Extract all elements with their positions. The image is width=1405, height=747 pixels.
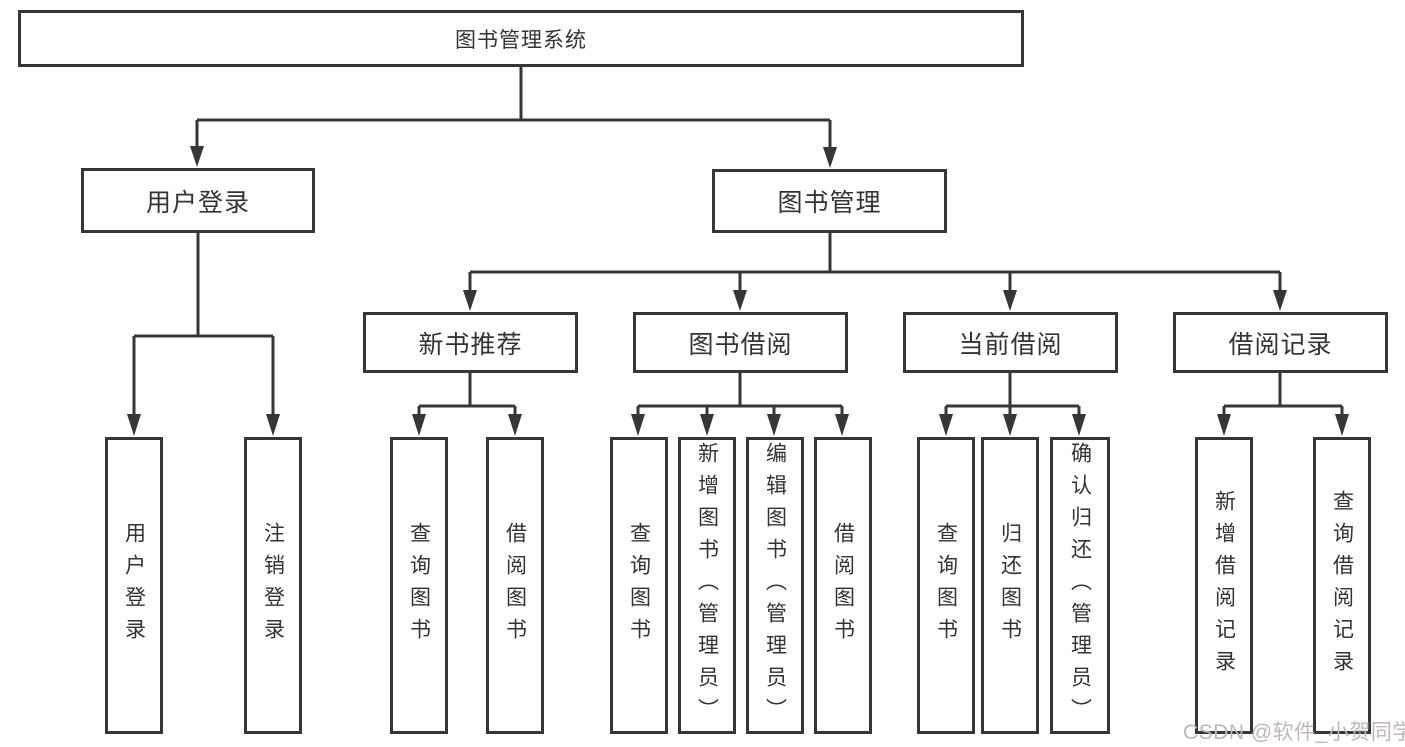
node-user-login: 用户登录 — [81, 168, 315, 233]
arrowhead-icon — [1003, 290, 1017, 311]
arrowhead-icon — [190, 146, 204, 167]
leaf-user-login: 用户登录 — [105, 437, 163, 734]
leaf-borrow-edit-books-admin: 编辑图书（管理员） — [746, 437, 804, 734]
node-current-borrow: 当前借阅 — [903, 312, 1118, 373]
arrowhead-icon — [939, 414, 953, 436]
arrowhead-icon — [508, 414, 522, 436]
arrowhead-icon — [823, 147, 837, 168]
arrowhead-icon — [767, 414, 781, 436]
arrowhead-icon — [631, 414, 645, 436]
node-borrow-records: 借阅记录 — [1173, 312, 1388, 373]
node-new-book-recommend: 新书推荐 — [363, 312, 578, 373]
leaf-current-return-books: 归还图书 — [981, 437, 1039, 734]
node-library-system: 图书管理系统 — [18, 10, 1024, 67]
leaf-current-query-books: 查询图书 — [917, 437, 975, 734]
leaf-records-add-record: 新增借阅记录 — [1195, 437, 1253, 734]
leaf-recommend-borrow-books: 借阅图书 — [486, 437, 544, 734]
leaf-borrow-query-books: 查询图书 — [610, 437, 668, 734]
arrowhead-icon — [463, 290, 477, 311]
leaf-borrow-borrow-books: 借阅图书 — [814, 437, 872, 734]
arrowhead-icon — [1072, 414, 1086, 436]
watermark: CSDN @软件_小贺同学 — [1183, 721, 1405, 744]
leaf-current-confirm-return-admin: 确认归还（管理员） — [1050, 437, 1110, 734]
arrowhead-icon — [733, 290, 747, 311]
node-book-borrow: 图书借阅 — [633, 312, 848, 373]
node-book-management: 图书管理 — [712, 169, 947, 233]
arrowhead-icon — [1003, 414, 1017, 436]
arrowhead-icon — [412, 414, 426, 436]
arrowhead-icon — [1335, 414, 1349, 436]
arrowhead-icon — [835, 414, 849, 436]
arrowhead-icon — [1273, 290, 1287, 311]
arrowhead-icon — [1217, 414, 1231, 436]
leaf-borrow-add-books-admin: 新增图书（管理员） — [678, 437, 736, 734]
leaf-logout: 注销登录 — [244, 437, 302, 734]
arrowhead-icon — [266, 414, 280, 436]
leaf-records-query-record: 查询借阅记录 — [1313, 437, 1371, 734]
arrowhead-icon — [127, 414, 141, 436]
leaf-recommend-query-books: 查询图书 — [390, 437, 448, 734]
arrowhead-icon — [700, 414, 714, 436]
